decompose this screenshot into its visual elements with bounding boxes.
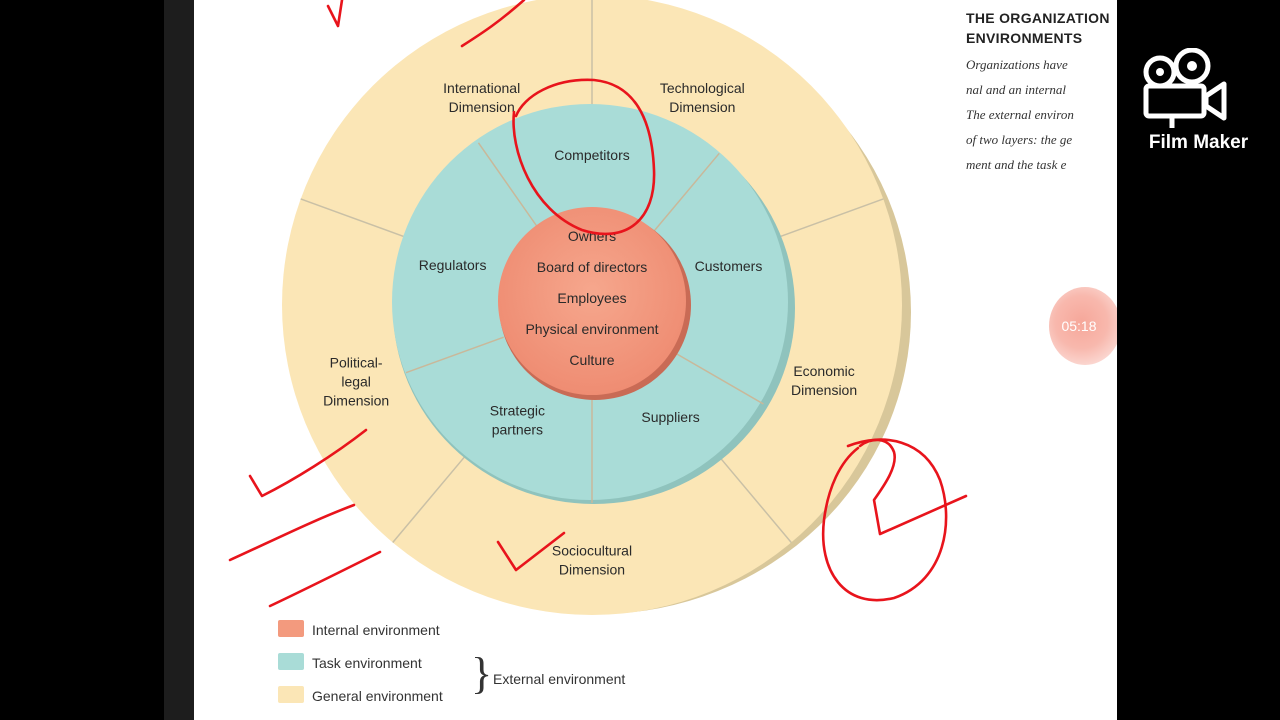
video-left-gutter — [0, 0, 164, 720]
task-divider — [477, 142, 539, 229]
general-divider — [392, 456, 466, 543]
legend-swatch-general — [278, 686, 304, 703]
task-divider — [673, 351, 764, 405]
legend-label-task: Task environment — [312, 655, 422, 671]
legend-label-general: General environment — [312, 688, 443, 704]
task-segment-label: Customers — [695, 258, 763, 274]
pen-stroke-political-2 — [268, 550, 382, 608]
legend-swatch-task — [278, 653, 304, 670]
task-ring-dividers — [405, 142, 764, 503]
task-segment-label: Competitors — [554, 147, 629, 163]
task-segment-label: Suppliers — [641, 409, 699, 425]
section-heading: THE ORGANIZATION ENVIRONMENTS — [966, 10, 1110, 46]
legend-swatch-internal — [278, 620, 304, 637]
general-ring-dividers — [300, 0, 884, 543]
task-divider — [405, 336, 504, 374]
internal-item-label: Employees — [557, 290, 626, 306]
task-segment-label: Regulators — [419, 257, 487, 273]
video-right-panel: Film Maker — [1117, 0, 1280, 720]
film-camera-icon — [1143, 48, 1227, 128]
timestamp-label: 05:18 — [1061, 318, 1097, 334]
page-shadow-edge — [164, 0, 194, 720]
general-divider — [718, 456, 792, 543]
legend: Internal environment Task environment Ge… — [278, 616, 678, 716]
internal-environment-core — [498, 207, 686, 395]
internal-item-label: Owners — [568, 228, 616, 244]
legend-label-internal: Internal environment — [312, 622, 440, 638]
watermark-label: Film Maker — [1148, 132, 1249, 153]
checkmark-top-left — [326, 0, 344, 28]
general-divider — [777, 198, 884, 238]
pen-stroke-political-1 — [228, 503, 356, 562]
competitors-circle — [512, 78, 656, 236]
legend-brace: } — [471, 649, 493, 698]
checkmark-sociocultural — [496, 531, 566, 572]
number-two-circle — [821, 438, 948, 602]
side-text-block: THE ORGANIZATION ENVIRONMENTS Organizati… — [966, 8, 1117, 177]
red-pen-annotations — [228, 0, 968, 608]
internal-item-label: Board of directors — [537, 259, 648, 275]
section-body: Organizations have nal and an internal T… — [966, 57, 1074, 172]
number-two-mark — [858, 438, 968, 536]
legend-group-label: External environment — [493, 671, 626, 687]
timestamp-bubble: 05:18 — [1049, 287, 1117, 365]
pen-stroke-top — [460, 0, 526, 48]
internal-item-label: Physical environment — [525, 321, 658, 337]
task-divider — [651, 152, 720, 234]
checkmark-political — [248, 428, 368, 498]
internal-item-label: Culture — [569, 352, 614, 368]
general-divider — [300, 198, 407, 238]
